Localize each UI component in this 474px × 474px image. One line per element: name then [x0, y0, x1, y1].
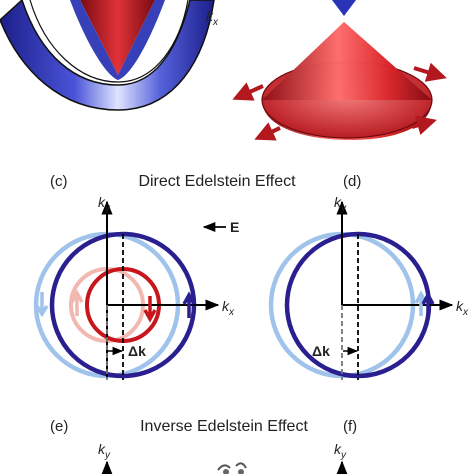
dirac-cone-right	[232, 0, 447, 141]
panel-e-title: Inverse Edelstein Effect	[140, 418, 308, 435]
ky-label-c: ky	[98, 194, 111, 214]
e-field-label: E	[230, 219, 239, 235]
spin-dark-blue-up-d	[421, 291, 435, 318]
panel-e-letter: (e)	[50, 418, 68, 435]
kx-label-c: kx	[222, 298, 235, 318]
inner-blue-rim	[29, 0, 189, 83]
delta-k-label-c: Δk	[128, 343, 146, 359]
spin-pink-up	[70, 289, 84, 316]
spin-red-down	[143, 296, 157, 323]
spin-arrow-3	[254, 122, 281, 141]
spin-dark-blue-up	[182, 291, 196, 318]
ky-label-d: ky	[334, 194, 347, 214]
panel-d-letter: (d)	[343, 173, 361, 190]
red-cone-side	[262, 22, 432, 100]
band-structure-left: kx	[0, 0, 219, 111]
outer-blue-bowl	[0, 0, 215, 111]
spin-arrow-4	[411, 115, 437, 136]
kx-label-d: kx	[456, 298, 469, 318]
spin-light-blue-down	[35, 292, 49, 318]
delta-k-label-d: Δk	[312, 343, 330, 359]
dark-inner-band	[70, 0, 165, 80]
panel-d-diagram: ky kx Δk	[268, 194, 469, 380]
ky-label-f: ky	[334, 441, 347, 461]
kx-label-top: kx	[206, 8, 219, 28]
upper-blue-cone-tip	[332, 0, 356, 16]
red-inner-cone	[80, 0, 155, 75]
spin-swirl-icon	[217, 462, 247, 474]
panel-c-letter: (c)	[50, 173, 68, 190]
panel-f-letter: (f)	[343, 418, 357, 435]
panel-c-diagram: ky kx Δk E	[33, 194, 239, 380]
spin-arrow-2	[413, 62, 447, 82]
panel-e-diagram: ky	[98, 441, 247, 474]
panel-c-title: Direct Edelstein Effect	[138, 173, 296, 190]
spin-arrow-1	[232, 82, 264, 101]
ky-label-e: ky	[98, 441, 111, 461]
panel-f-diagram: ky	[334, 441, 348, 474]
